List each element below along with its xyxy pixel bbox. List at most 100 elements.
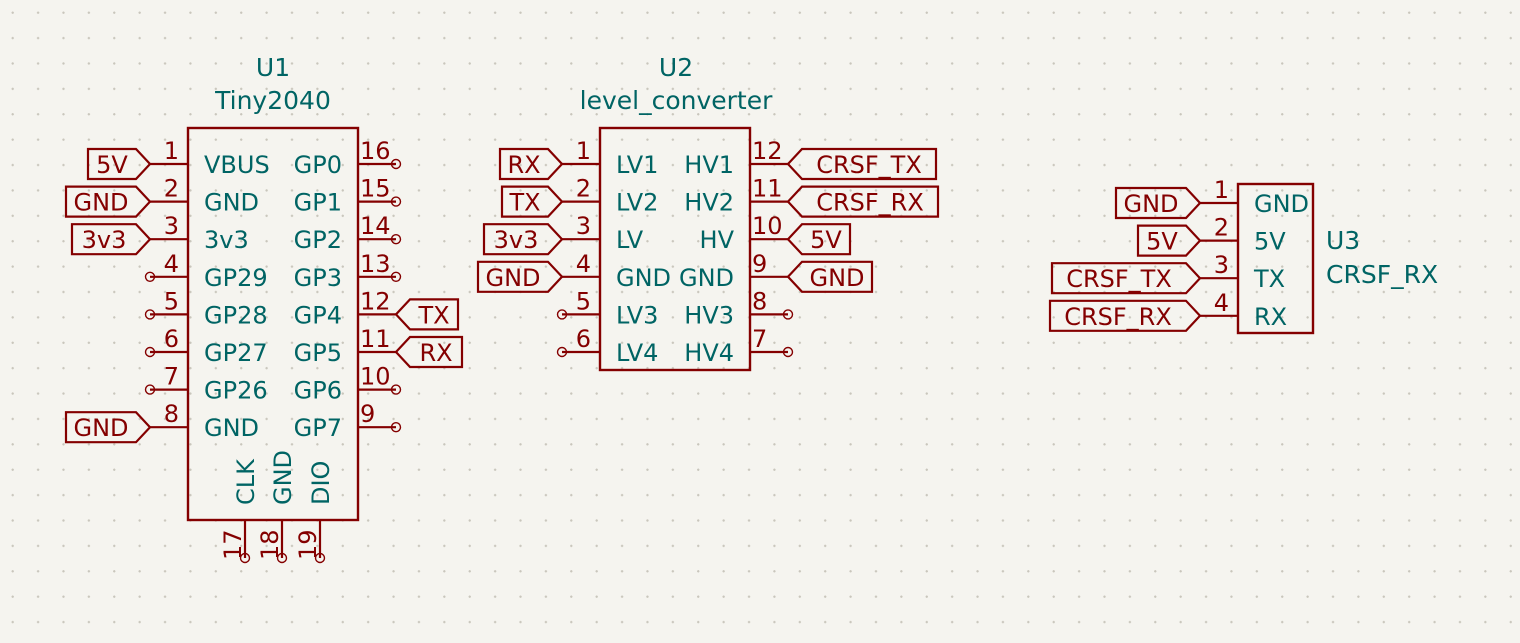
global-label-outline — [500, 185, 564, 218]
global-label-gnd[interactable]: GND — [64, 185, 152, 218]
unconnected-pin-marker — [390, 233, 402, 245]
global-label-outline — [64, 411, 152, 444]
unconnected-pin-marker — [276, 552, 288, 564]
global-label-outline — [482, 223, 564, 256]
pin-number: 4 — [1214, 289, 1229, 317]
pin-number: 6 — [164, 325, 179, 353]
global-label-crsf-rx[interactable]: CRSF_RX — [786, 185, 940, 218]
global-label-outline — [86, 147, 152, 181]
pin-number: 1 — [164, 137, 179, 165]
global-label-5v[interactable]: 5V — [1136, 224, 1202, 257]
global-label-text: CRSF_RX — [816, 189, 924, 217]
component-value: CRSF_RX — [1326, 260, 1438, 289]
global-label-text: GND — [1123, 190, 1178, 218]
unconnected-pin-marker — [144, 384, 156, 395]
pin-number: 1 — [576, 137, 591, 165]
component-reference: U1 — [256, 53, 290, 82]
pin-number: 4 — [576, 250, 591, 278]
unconnected-pin-marker — [390, 196, 402, 207]
global-label-3v3[interactable]: 3v3 — [482, 223, 564, 256]
pin-name: GP1 — [294, 189, 342, 217]
global-label-5v[interactable]: 5V — [86, 147, 152, 181]
pin-name: VBUS — [204, 151, 270, 179]
pin-number: 8 — [752, 287, 767, 315]
pin-number: 12 — [360, 287, 391, 315]
pin-name: GP27 — [204, 339, 268, 367]
global-label-text: RX — [507, 151, 540, 179]
global-label-crsf-rx[interactable]: CRSF_RX — [1048, 299, 1202, 332]
global-label-crsf-tx[interactable]: CRSF_TX — [786, 147, 938, 181]
global-label-rx[interactable]: RX — [394, 335, 464, 369]
pin-name: GP5 — [294, 339, 342, 367]
pin-name: 5V — [1254, 228, 1286, 256]
pin-name: RX — [1254, 303, 1287, 331]
global-label-outline — [394, 335, 464, 369]
global-label-text: CRSF_TX — [816, 151, 922, 179]
component-body — [598, 126, 752, 372]
pin-number: 8 — [164, 400, 179, 428]
unconnected-pin-marker — [144, 309, 156, 320]
global-label-rx[interactable]: RX — [498, 147, 564, 181]
pin-name: LV1 — [616, 151, 658, 179]
pin-number: 10 — [752, 212, 783, 240]
global-label-outline — [498, 147, 564, 181]
global-label-5v[interactable]: 5V — [786, 223, 852, 256]
pin-name: GP29 — [204, 264, 268, 292]
global-label-tx[interactable]: TX — [394, 298, 460, 331]
global-label-3v3[interactable]: 3v3 — [70, 223, 152, 256]
pin-number: 14 — [360, 212, 391, 240]
pin-name: GP4 — [294, 301, 342, 329]
global-label-gnd[interactable]: GND — [1114, 186, 1202, 220]
global-label-outline — [786, 147, 938, 181]
global-label-gnd[interactable]: GND — [64, 411, 152, 444]
component-value: level_converter — [580, 86, 773, 115]
global-label-crsf-tx[interactable]: CRSF_TX — [1050, 262, 1202, 295]
global-label-text: 5V — [1146, 228, 1178, 256]
pin-name: GP2 — [294, 226, 342, 254]
pin-number: 7 — [752, 325, 767, 353]
global-label-tx[interactable]: TX — [500, 185, 564, 218]
pin-name: HV1 — [684, 151, 734, 179]
global-label-gnd[interactable]: GND — [786, 260, 874, 293]
global-label-gnd[interactable]: GND — [476, 260, 564, 293]
